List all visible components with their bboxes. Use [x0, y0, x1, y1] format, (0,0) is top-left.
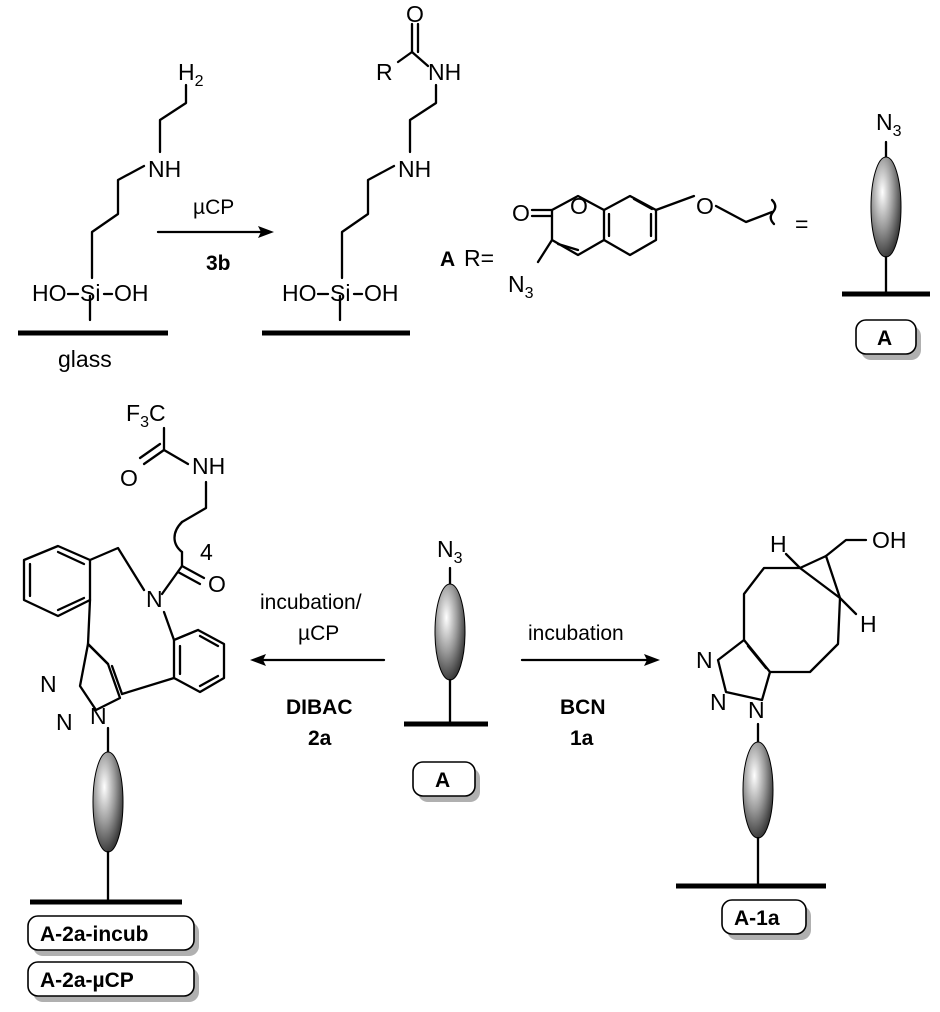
ring-nitrogen-label: N — [146, 586, 163, 612]
right-reaction-arrow: incubation BCN 1a — [520, 622, 660, 750]
right-conditions: incubation — [528, 622, 624, 645]
left-conditions-line1: incubation/ — [260, 591, 362, 614]
amine-nh-label-2: NH — [398, 156, 431, 182]
coumarin-ring-o: O — [570, 193, 588, 219]
center-azide-label: N3 — [437, 536, 463, 567]
cyclopropane-h-top: H — [770, 531, 787, 557]
glass-aminosilane-surface: glass HO Si OH NH H2 — [18, 59, 204, 372]
linker-oval — [434, 583, 466, 681]
silicon-atom: Si — [80, 280, 100, 306]
coumarin-azide-label: N3 — [508, 271, 534, 302]
hydroxyl-label: OH — [872, 527, 907, 553]
dibac-product: F3C O NH 4 O N N N N — [22, 400, 226, 1002]
amide-r-label: R — [376, 59, 393, 85]
amide-oxygen-label: O — [406, 1, 424, 27]
tfa-nh-label: NH — [192, 453, 225, 479]
label-a2a-ucp: A-2a-µCP — [40, 969, 134, 992]
label-box-a1a — [721, 899, 807, 935]
label-a1a: A-1a — [734, 907, 780, 930]
label-a-center: A — [435, 769, 450, 792]
bcn-triazole-n3: N — [748, 697, 765, 723]
silanol-right-label: OH — [114, 280, 149, 306]
r-equals-label: R= — [464, 245, 494, 271]
label-a-definition: A — [877, 327, 892, 350]
right-reagent-id: 1a — [570, 727, 594, 750]
bcn-triazole-n1: N — [696, 647, 713, 673]
definition-a-label: A — [440, 248, 455, 271]
cyclopropane-h-bottom: H — [860, 611, 877, 637]
ketone-oxygen-label: O — [208, 571, 226, 597]
coumarin-ether-o: O — [696, 193, 714, 219]
silanol-right-label-2: OH — [364, 280, 399, 306]
cf3-label: F3C — [126, 400, 166, 431]
amine-nh-label: NH — [148, 156, 181, 182]
bcn-triazole-n2: N — [710, 689, 727, 715]
label-a2a-incub: A-2a-incub — [40, 923, 149, 946]
left-reagent-id: 2a — [308, 727, 332, 750]
glass-label: glass — [58, 346, 112, 372]
chain-repeat-count: 4 — [200, 539, 213, 565]
step1-reagent-top: µCP — [193, 196, 234, 219]
label-box-a2a-ucp — [27, 961, 195, 997]
left-reaction-arrow: incubation/ µCP DIBAC 2a — [250, 591, 386, 750]
linker-oval — [92, 751, 124, 853]
linker-oval — [870, 156, 902, 258]
step1-arrow: µCP 3b — [156, 196, 274, 275]
bcn-product: OH H H N N N A-1a — [676, 527, 907, 940]
silicon-atom-2: Si — [330, 280, 350, 306]
label-box-a-definition — [855, 319, 917, 355]
label-box-a-center — [412, 761, 476, 797]
linker-oval — [742, 741, 774, 839]
equals-sign: = — [795, 211, 808, 237]
amide-functionalized-surface: HO Si OH NH NH O R — [262, 1, 461, 336]
triazole-n2-label: N — [56, 709, 73, 735]
silanol-left-label: HO — [32, 280, 67, 306]
triazole-n1-label: N — [40, 671, 57, 697]
coumarin-carbonyl-o: O — [512, 200, 530, 226]
left-conditions-line2: µCP — [298, 622, 339, 645]
right-reagent-name: BCN — [560, 696, 606, 719]
triazole-n3-label: N — [90, 703, 107, 729]
terminal-amine-label: H2 — [178, 59, 204, 90]
amide-nh-label: NH — [428, 59, 461, 85]
tfa-oxygen-label: O — [120, 465, 138, 491]
left-reagent-name: DIBAC — [286, 696, 353, 719]
label-box-a2a-incub — [27, 915, 195, 951]
silanol-left-label-2: HO — [282, 280, 317, 306]
center-azide-surface: N3 A — [404, 536, 488, 802]
pictogram-azide-label: N3 — [876, 109, 902, 140]
definition-a: A R= O O N3 O = N3 A — [440, 109, 930, 360]
step1-reagent-bottom: 3b — [206, 252, 231, 275]
